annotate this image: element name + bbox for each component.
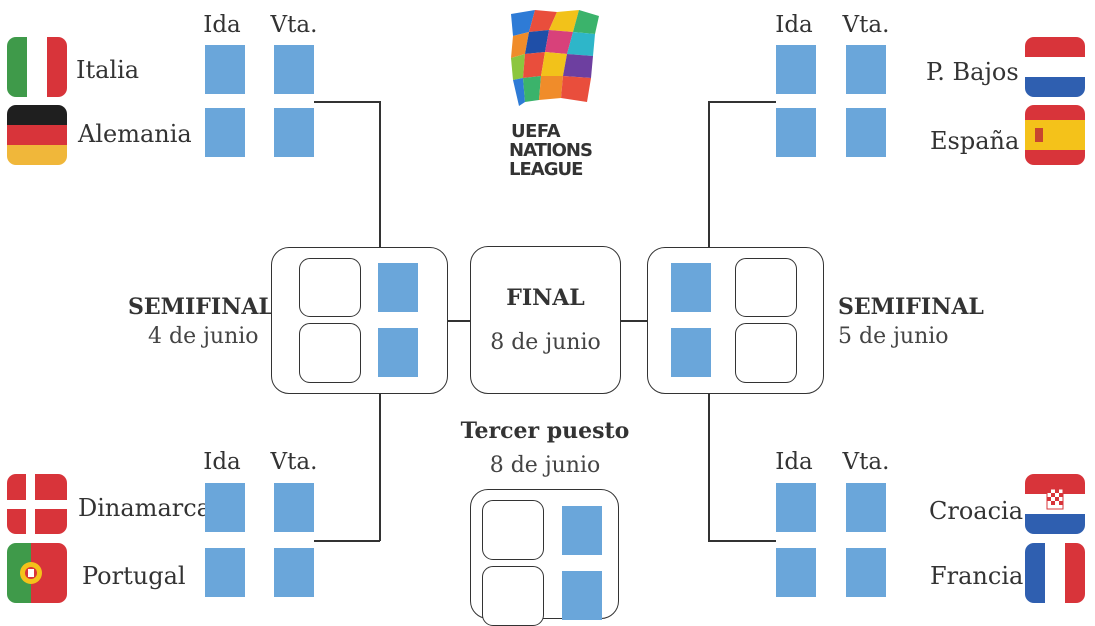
connector-bottom-right-h xyxy=(708,540,776,542)
team-name-croacia: Croacia xyxy=(929,497,1024,525)
flag-alemania xyxy=(7,105,67,165)
score-p-bajos-ida xyxy=(776,45,816,94)
logo-text-uefa: UEFA xyxy=(511,121,561,142)
team-name-p-bajos: P. Bajos xyxy=(926,58,1019,86)
flag-espana xyxy=(1025,105,1085,165)
score-alemania-ida xyxy=(205,108,245,157)
score-espana-vta xyxy=(846,108,886,157)
flag-croacia xyxy=(1025,474,1085,534)
connector-semi-left-final xyxy=(447,320,471,322)
uefa-nations-league-logo: UEFA NATIONS LEAGUE xyxy=(505,6,610,180)
team-name-italia: Italia xyxy=(76,56,140,84)
connector-final-semi-right xyxy=(620,320,648,322)
flag-dinamarca xyxy=(7,474,67,534)
score-p-bajos-vta xyxy=(846,45,886,94)
semifinal-left-score-1 xyxy=(378,263,418,312)
score-espana-ida xyxy=(776,108,816,157)
score-dinamarca-ida xyxy=(205,483,245,532)
semifinal-right-date: 5 de junio xyxy=(838,324,949,349)
leg-header-ida: Ida xyxy=(775,449,813,475)
semifinal-left-date: 4 de junio xyxy=(148,324,259,349)
semifinal-right-team-slot-2 xyxy=(735,323,797,383)
connector-top-left-h xyxy=(314,101,380,103)
logo-graphic xyxy=(509,10,601,110)
flag-italia xyxy=(7,37,67,97)
connector-top-right-v xyxy=(708,101,710,247)
leg-header-ida: Ida xyxy=(775,12,813,38)
final-box xyxy=(470,246,621,394)
connector-top-left-v xyxy=(379,101,381,247)
team-name-alemania: Alemania xyxy=(78,120,192,148)
third-place-team-slot-1 xyxy=(482,500,544,560)
semifinal-right-score-1 xyxy=(671,263,711,312)
third-place-title: Tercer puesto xyxy=(460,418,630,444)
leg-header-ida: Ida xyxy=(203,449,241,475)
semifinal-left-title: SEMIFINAL xyxy=(128,294,274,320)
semifinal-right-title: SEMIFINAL xyxy=(838,294,984,320)
team-name-espana: España xyxy=(930,127,1020,155)
leg-header-ida: Ida xyxy=(203,12,241,38)
team-name-portugal: Portugal xyxy=(82,562,186,590)
score-italia-ida xyxy=(205,45,245,94)
score-portugal-ida xyxy=(205,548,245,597)
logo-text-nations: NATIONS xyxy=(509,140,593,161)
connector-top-right-h xyxy=(708,101,776,103)
team-name-dinamarca: Dinamarca xyxy=(78,494,211,522)
score-italia-vta xyxy=(274,45,314,94)
score-francia-ida xyxy=(776,548,816,597)
third-place-score-2 xyxy=(562,571,602,620)
leg-header-vta: Vta. xyxy=(270,12,318,38)
final-date: 8 de junio xyxy=(490,330,601,355)
leg-header-vta: Vta. xyxy=(842,12,890,38)
score-croacia-ida xyxy=(776,483,816,532)
score-alemania-vta xyxy=(274,108,314,157)
connector-bottom-right-v xyxy=(708,393,710,541)
semifinal-left-score-2 xyxy=(378,328,418,377)
score-dinamarca-vta xyxy=(274,483,314,532)
flag-p-bajos xyxy=(1025,37,1085,97)
logo-text-league: LEAGUE xyxy=(509,159,583,180)
connector-bottom-left-v xyxy=(379,393,381,541)
connector-bottom-left-h xyxy=(314,540,380,542)
flag-portugal xyxy=(7,543,67,603)
team-name-francia: Francia xyxy=(930,562,1024,590)
leg-header-vta: Vta. xyxy=(842,449,890,475)
score-francia-vta xyxy=(846,548,886,597)
third-place-score-1 xyxy=(562,506,602,555)
third-place-date: 8 de junio xyxy=(489,453,601,478)
flag-francia xyxy=(1025,543,1085,603)
final-title: FINAL xyxy=(506,285,585,311)
semifinal-right-score-2 xyxy=(671,328,711,377)
third-place-team-slot-2 xyxy=(482,566,544,626)
semifinal-right-team-slot-1 xyxy=(735,258,797,317)
semifinal-left-team-slot-2 xyxy=(299,323,361,383)
score-croacia-vta xyxy=(846,483,886,532)
semifinal-left-team-slot-1 xyxy=(299,258,361,317)
score-portugal-vta xyxy=(274,548,314,597)
leg-header-vta: Vta. xyxy=(270,449,318,475)
